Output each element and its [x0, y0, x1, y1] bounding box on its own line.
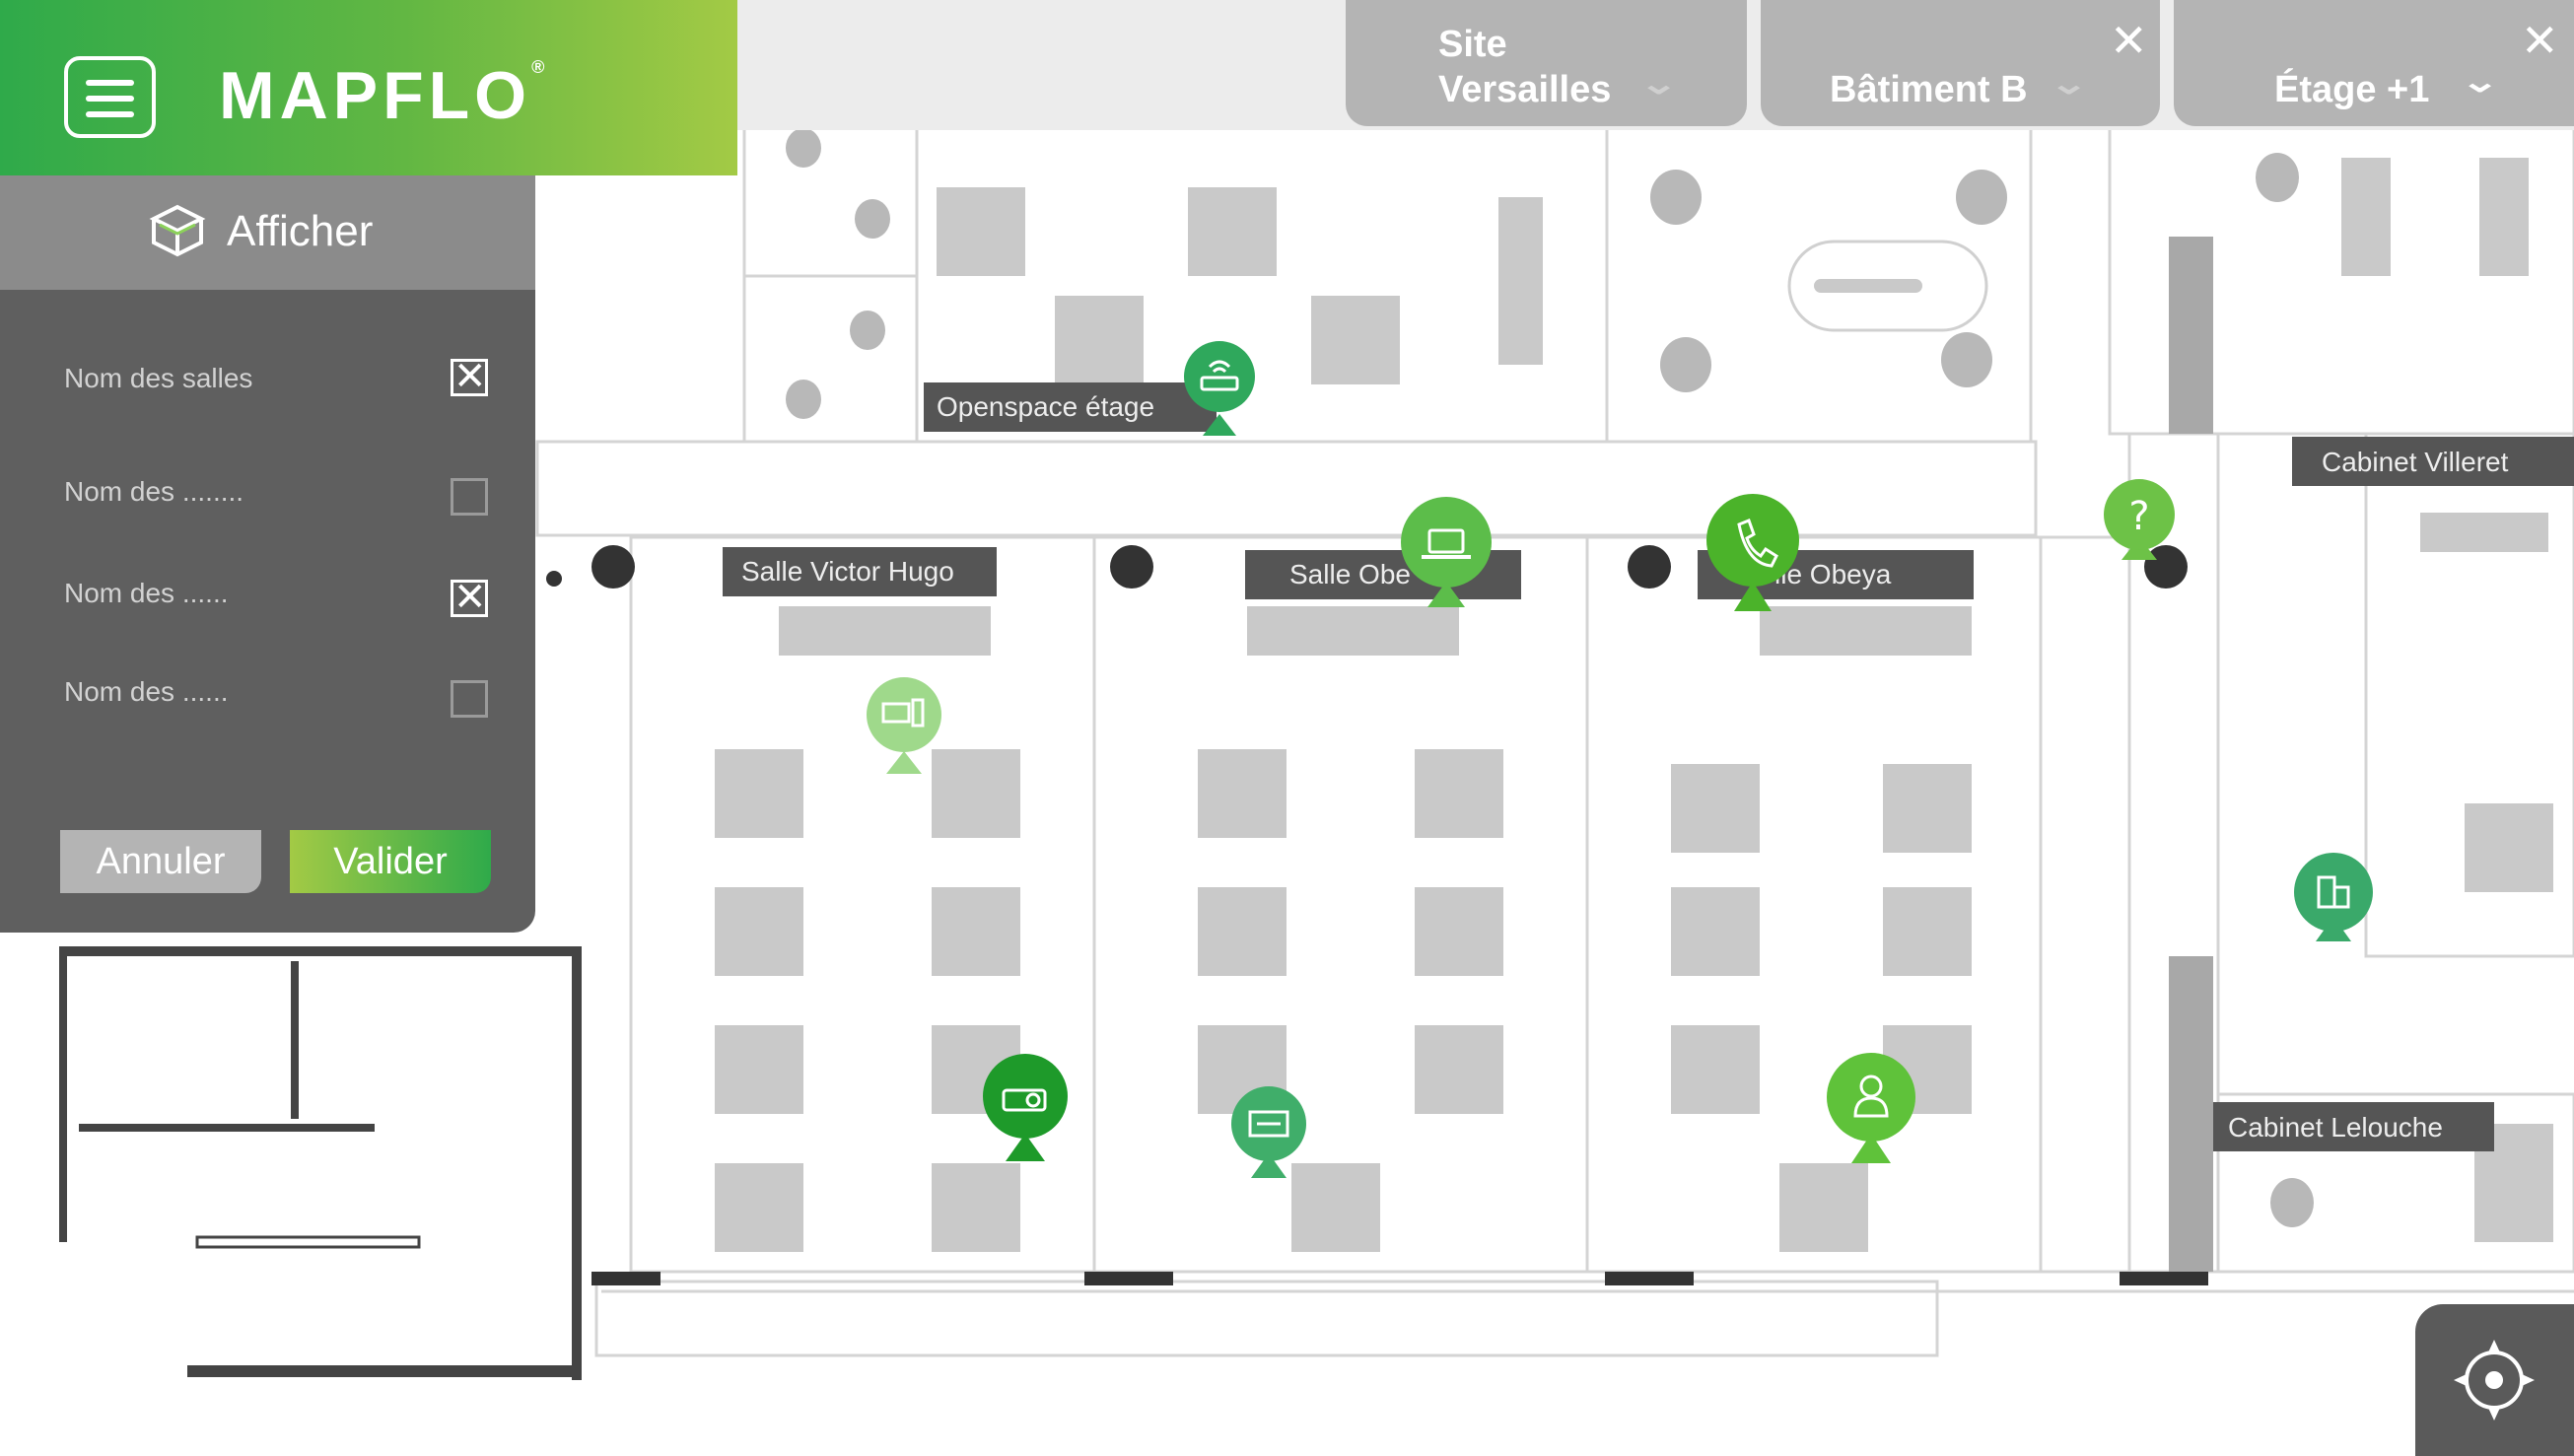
building-icon[interactable]: [2294, 853, 2373, 941]
room-label-text: Openspace étage: [937, 391, 1154, 422]
option-checkbox-room-names[interactable]: ✕: [451, 357, 488, 396]
floor-plan-solid-walls: [59, 237, 2213, 1380]
app-header: MAPFLO®: [0, 0, 737, 175]
panel-title: Afficher: [227, 207, 374, 255]
site-dropdown-label: Site: [1438, 24, 1507, 65]
svg-text:?: ?: [2128, 494, 2149, 539]
option-label: Nom des ......: [64, 578, 229, 608]
wifi-router-icon[interactable]: [1184, 341, 1255, 436]
laptop-icon[interactable]: [1401, 497, 1492, 607]
app-logo: MAPFLO®: [219, 57, 545, 133]
site-dropdown[interactable]: Site Versailles ⌄: [1346, 0, 1747, 126]
display-options-panel: Afficher Nom des salles ✕ Nom des ......…: [0, 175, 535, 933]
room-label-text: Cabinet Villeret: [2322, 447, 2509, 477]
computer-station-icon[interactable]: [867, 677, 941, 774]
cancel-button[interactable]: Annuler: [60, 830, 261, 893]
locate-button[interactable]: [2415, 1304, 2574, 1456]
layers-cube-icon: [149, 204, 206, 257]
option-checkbox-2[interactable]: [451, 478, 488, 516]
room-label-text: lle Obeya: [1774, 559, 1892, 589]
person-icon[interactable]: [1827, 1053, 1915, 1163]
floor-dropdown-value: Étage +1: [2274, 69, 2430, 110]
tables: [715, 158, 2553, 1252]
building-dropdown-value: Bâtiment B: [1830, 69, 2028, 110]
site-dropdown-value: Versailles: [1438, 69, 1612, 110]
armchairs: [786, 128, 2314, 1227]
panel-header: Afficher: [0, 175, 535, 290]
building-dropdown[interactable]: Bâtiment B ⌄ ✕: [1761, 0, 2160, 126]
chevron-down-icon: ⌄: [2460, 66, 2500, 99]
crosshair-locate-icon: [2454, 1340, 2535, 1421]
hamburger-menu-icon[interactable]: [64, 56, 156, 138]
floor-dropdown[interactable]: Étage +1 ⌄ ✕: [2174, 0, 2574, 126]
help-question-icon[interactable]: ?: [2104, 479, 2175, 560]
option-checkbox-3[interactable]: ✕: [451, 578, 488, 617]
chevron-down-icon: ⌄: [2049, 68, 2089, 101]
option-checkbox-4[interactable]: [451, 680, 488, 718]
room-label-openspace[interactable]: Openspace étage: [924, 382, 1217, 432]
option-label: Nom des ......: [64, 676, 229, 707]
close-icon[interactable]: ✕: [2521, 15, 2559, 66]
room-label-cabinet-lelouche[interactable]: Cabinet Lelouche: [2213, 1102, 2494, 1151]
room-label-text: Salle Victor Hugo: [741, 556, 954, 587]
printer-icon[interactable]: [1231, 1086, 1306, 1178]
option-label: Nom des ........: [64, 476, 244, 507]
room-label-text: Cabinet Lelouche: [2228, 1112, 2443, 1143]
room-label-text: Salle Obe: [1289, 559, 1411, 589]
phone-icon[interactable]: [1706, 494, 1799, 611]
projector-icon[interactable]: [983, 1054, 1068, 1161]
option-label: Nom des salles: [64, 363, 253, 393]
close-icon[interactable]: ✕: [2110, 15, 2148, 66]
room-label-victor-hugo[interactable]: Salle Victor Hugo: [723, 547, 997, 596]
chevron-down-icon: ⌄: [1638, 68, 1679, 101]
submit-button[interactable]: Valider: [290, 830, 491, 893]
pillars: [546, 545, 2188, 589]
room-label-cabinet-villeret[interactable]: Cabinet Villeret: [2292, 437, 2574, 486]
